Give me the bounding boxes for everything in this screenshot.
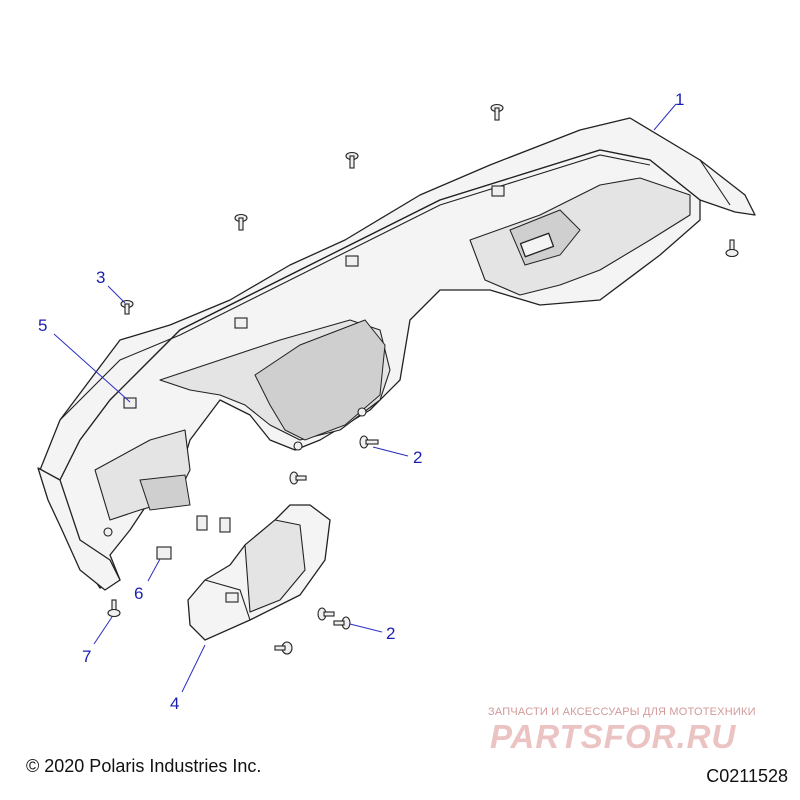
- callout-labels: 1 2 2 3 4 5 6 7: [38, 90, 684, 713]
- callout-6: 6: [134, 584, 143, 603]
- callout-3: 3: [96, 268, 105, 287]
- screw-top-4: [490, 103, 504, 121]
- screw-top-3: [345, 151, 359, 169]
- watermark-tagline: ЗАПЧАСТИ И АКСЕССУАРЫ ДЛЯ МОТОТЕХНИКИ: [488, 706, 756, 718]
- screw-top-2: [234, 213, 248, 231]
- watermark-logo: PARTSFOR.RU: [490, 718, 737, 755]
- copyright-text: © 2020 Polaris Industries Inc.: [26, 756, 262, 776]
- callout-leaders: [53, 103, 677, 693]
- clip-nut-6: [156, 515, 231, 560]
- fasteners: [107, 103, 739, 655]
- screw-lower: [274, 641, 293, 655]
- callout-2a: 2: [413, 448, 422, 467]
- callout-7: 7: [82, 647, 91, 666]
- screw-right: [725, 239, 739, 258]
- callout-1: 1: [675, 90, 684, 109]
- screw-2a: [359, 435, 379, 449]
- front-bumper-cover: [37, 117, 756, 591]
- screw-7: [107, 599, 121, 618]
- screw-2b-a: [317, 607, 335, 621]
- diagram-code: C0211528: [706, 766, 788, 786]
- screw-2b-b: [333, 616, 351, 630]
- side-bracket: [187, 504, 331, 641]
- callout-4: 4: [170, 694, 179, 713]
- screw-upper: [289, 471, 307, 485]
- callout-2b: 2: [386, 624, 395, 643]
- callout-5: 5: [38, 316, 47, 335]
- screw-3-top: [120, 299, 134, 315]
